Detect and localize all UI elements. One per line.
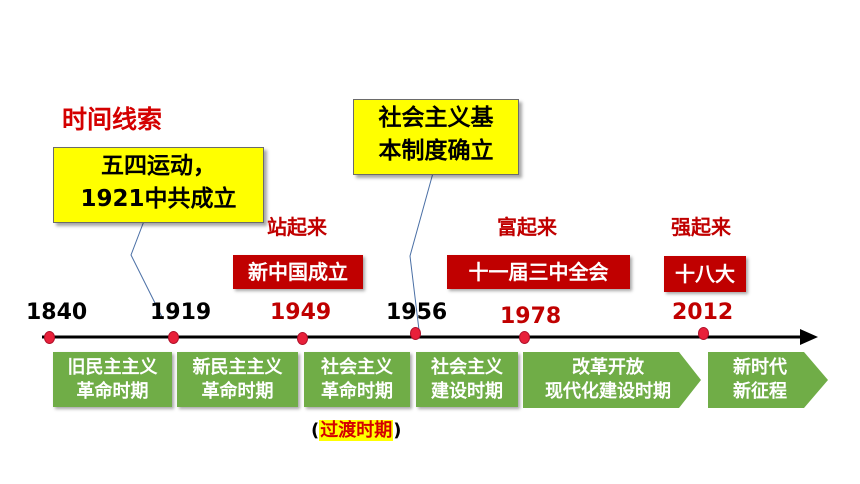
timeline-title: 时间线索 bbox=[62, 105, 163, 134]
period-socialist-revolution-line1: 社会主义 bbox=[321, 356, 393, 378]
milestone-socialism-basic-line2: 本制度确立 bbox=[378, 138, 494, 164]
milestone-socialism-basic-line1: 社会主义基 bbox=[378, 105, 494, 131]
period-reform-opening: 改革开放 现代化建设时期 bbox=[523, 352, 703, 408]
note-close-paren: ) bbox=[393, 420, 402, 441]
period-old-democratic-line1: 旧民主主义 bbox=[67, 356, 158, 378]
milestone-may-fourth-line2: 1921中共成立 bbox=[80, 186, 237, 212]
period-socialist-construction-line2: 建设时期 bbox=[431, 380, 503, 402]
period-reform-opening-line2: 现代化建设时期 bbox=[545, 381, 671, 402]
slogan-get-rich: 富起来 bbox=[497, 215, 557, 239]
axis-dot-1840 bbox=[44, 331, 55, 344]
connector-socialism-basic bbox=[409, 172, 434, 331]
event-18th-congress: 十八大 bbox=[664, 256, 746, 292]
period-new-era: 新时代 新征程 bbox=[708, 352, 830, 408]
period-new-era-text: 新时代 新征程 bbox=[708, 352, 812, 408]
milestone-socialism-basic-box: 社会主义基 本制度确立 bbox=[353, 99, 519, 175]
slogan-stand-up: 站起来 bbox=[267, 215, 327, 239]
period-reform-opening-shape bbox=[523, 352, 701, 408]
period-socialist-construction: 社会主义 建设时期 bbox=[416, 352, 518, 407]
event-third-plenum: 十一届三中全会 bbox=[447, 255, 630, 289]
year-1949: 1949 bbox=[270, 300, 332, 325]
period-old-democratic: 旧民主主义 革命时期 bbox=[53, 352, 172, 407]
milestone-may-fourth-box: 五四运动， 1921中共成立 bbox=[53, 147, 264, 223]
note-open-paren: ( bbox=[311, 420, 320, 441]
transition-period-note: (过渡时期) bbox=[311, 416, 401, 442]
axis-dot-1919 bbox=[168, 331, 179, 344]
period-socialist-revolution: 社会主义 革命时期 bbox=[304, 352, 410, 407]
period-new-era-line2: 新征程 bbox=[733, 381, 787, 402]
axis-dot-1949 bbox=[297, 332, 308, 345]
connector-may-fourth bbox=[130, 220, 164, 320]
axis-arrow-head bbox=[800, 329, 818, 345]
period-new-era-shape bbox=[708, 352, 828, 408]
period-new-era-line1: 新时代 bbox=[733, 357, 787, 378]
year-1978: 1978 bbox=[500, 304, 562, 329]
milestone-may-fourth-line1: 五四运动， bbox=[101, 153, 216, 179]
year-2012: 2012 bbox=[672, 300, 734, 325]
year-1919: 1919 bbox=[150, 300, 212, 325]
axis-dot-1956 bbox=[410, 327, 421, 340]
axis-dot-1978 bbox=[519, 331, 530, 344]
period-new-democratic: 新民主主义 革命时期 bbox=[177, 352, 298, 407]
slogan-get-strong: 强起来 bbox=[671, 215, 731, 239]
year-1840: 1840 bbox=[26, 300, 88, 325]
period-socialist-construction-line1: 社会主义 bbox=[431, 356, 503, 378]
note-highlight: 过渡时期 bbox=[319, 420, 394, 441]
period-new-democratic-line2: 革命时期 bbox=[201, 380, 274, 402]
axis-dot-2012 bbox=[698, 327, 709, 340]
period-old-democratic-line2: 革命时期 bbox=[76, 380, 149, 402]
period-reform-opening-text: 改革开放 现代化建设时期 bbox=[523, 352, 693, 408]
period-socialist-revolution-line2: 革命时期 bbox=[321, 380, 393, 402]
period-reform-opening-line1: 改革开放 bbox=[572, 357, 644, 378]
period-new-democratic-line1: 新民主主义 bbox=[192, 356, 283, 378]
year-1956: 1956 bbox=[386, 300, 448, 325]
event-prc-founding: 新中国成立 bbox=[233, 255, 363, 289]
